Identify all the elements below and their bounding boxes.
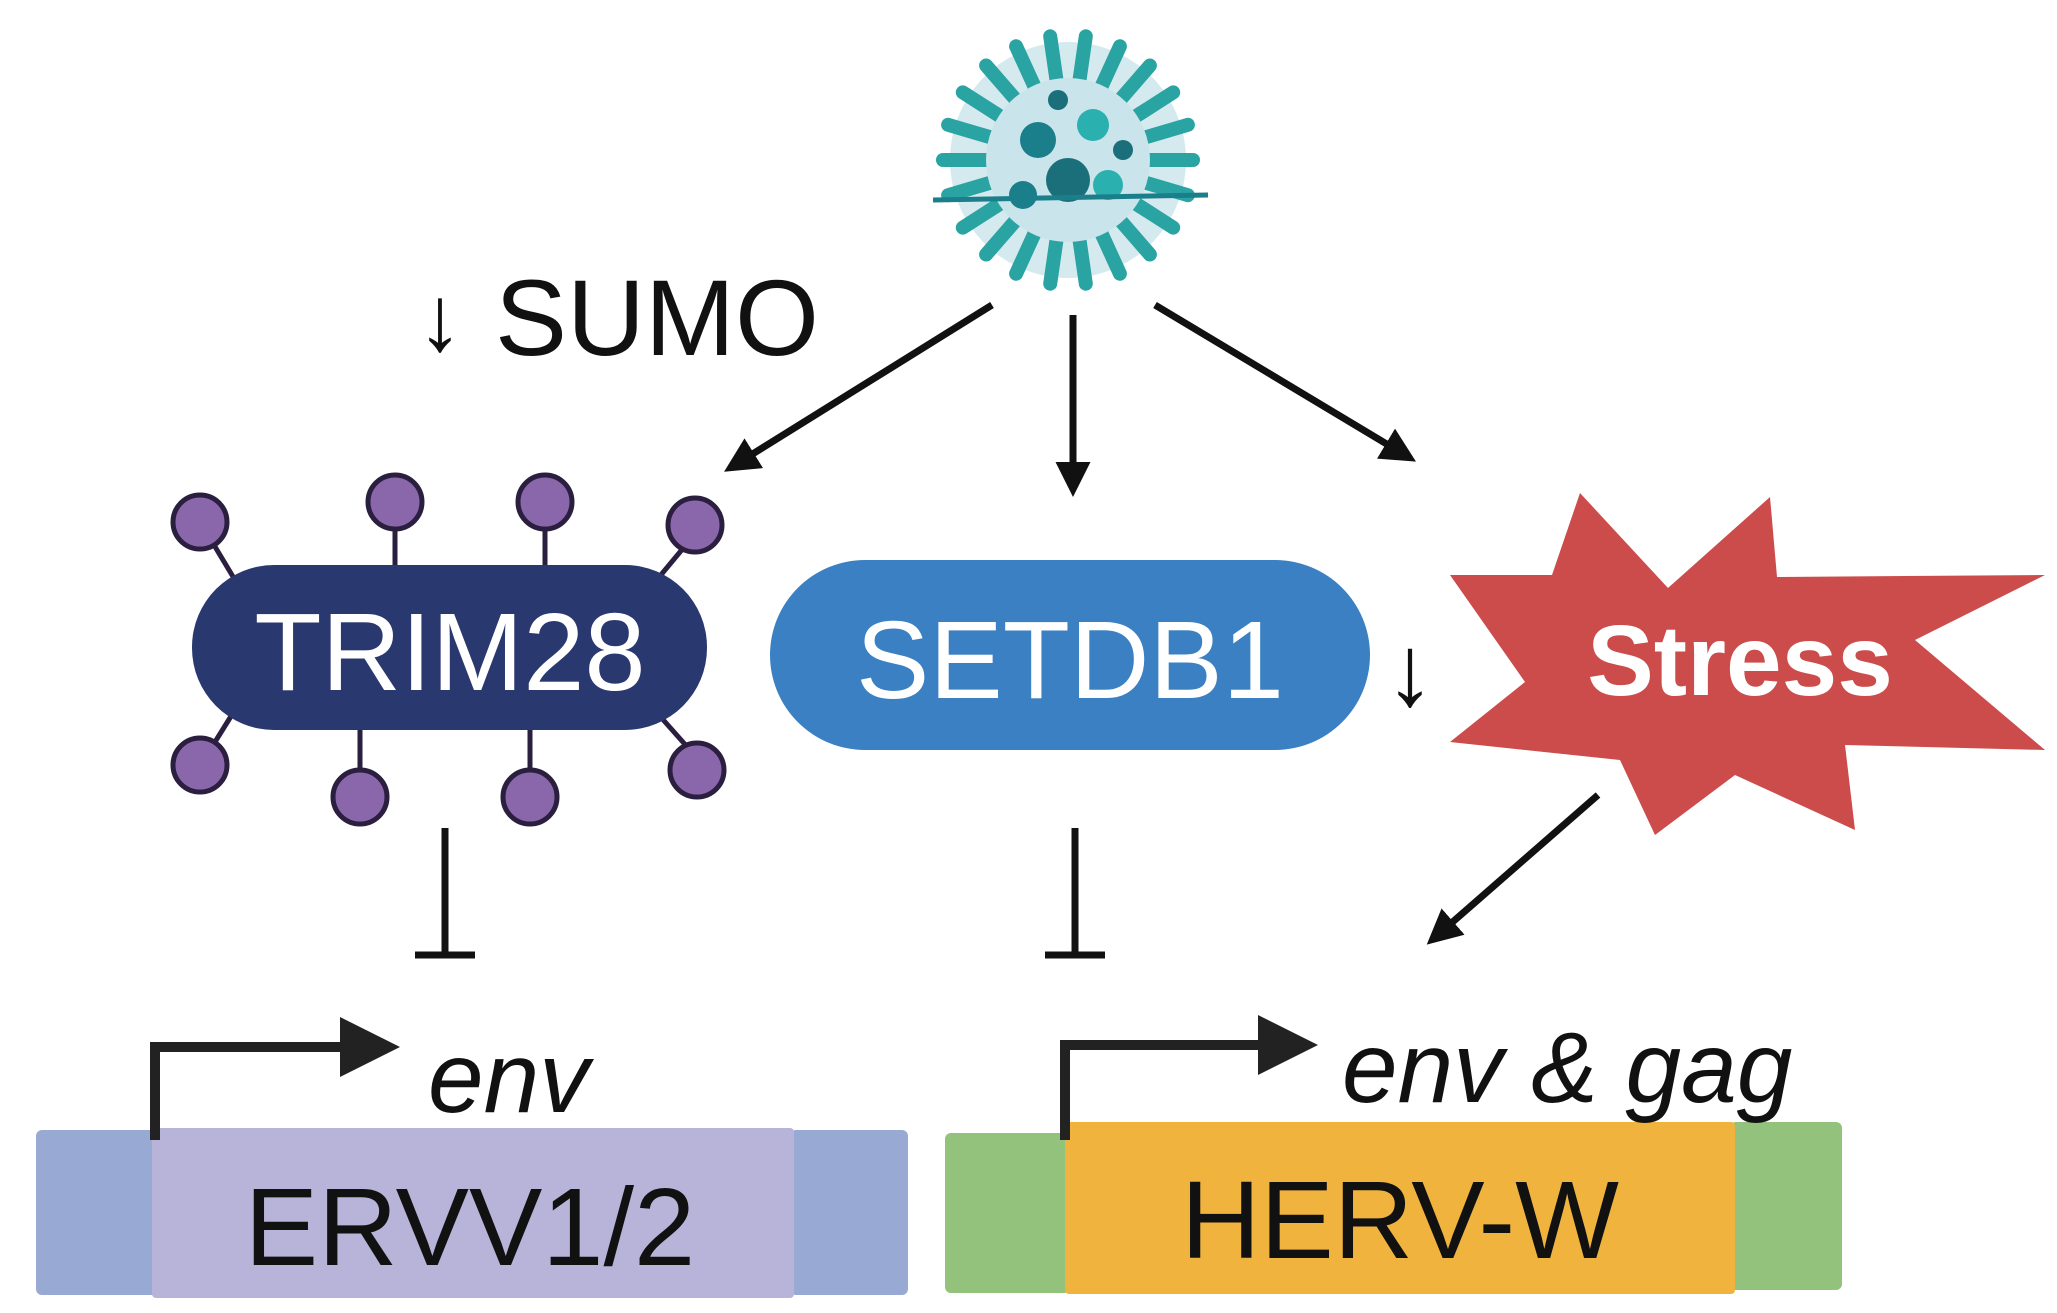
arrow-virus-trim28 (724, 302, 994, 472)
herv-right-flank (1730, 1122, 1842, 1290)
setdb1-box (770, 560, 1370, 750)
trim28-box (192, 565, 707, 730)
stress-node: Stress (1450, 493, 2045, 835)
ervv-body (152, 1128, 794, 1298)
herv-body (1065, 1122, 1735, 1294)
stress-burst-shape (1450, 493, 2045, 835)
virus-spike (1043, 232, 1064, 291)
virus-spike (1137, 117, 1195, 145)
trim28-node: TRIM28 (170, 472, 727, 827)
virus-spike (1128, 85, 1181, 124)
virus-spike (1094, 225, 1127, 281)
virus-spike (1009, 225, 1042, 281)
virus-spike (1128, 196, 1181, 235)
trim28-label: TRIM28 (254, 591, 645, 714)
virus-spike (941, 117, 999, 145)
sumo-decorations (170, 472, 727, 827)
herv-label: HERV-W (1181, 1159, 1619, 1282)
sumo-label: SUMO (495, 257, 819, 378)
setdb1-decrease-arrow: ↓ (1385, 615, 1435, 727)
ervv-transcript: env (428, 1022, 594, 1134)
herv-gene: HERV-W env & gag (945, 1012, 1842, 1294)
inhibit-trim28-ervv (415, 828, 475, 959)
arrow-stress-herv (1426, 792, 1601, 945)
inhibit-setdb1-herv (1045, 828, 1105, 959)
herv-left-flank (945, 1133, 1070, 1293)
virus-spike (1113, 213, 1157, 262)
virus-spike (941, 175, 999, 203)
sumo-decrease-arrow: ↓ (417, 268, 463, 370)
virus-spike (1072, 232, 1093, 291)
ervv-right-flank (790, 1130, 908, 1295)
virus-icon (932, 29, 1209, 291)
ervv-gene: ERVV1/2 env (36, 1017, 908, 1298)
herv-promoter-arrow (1060, 1040, 1270, 1140)
virus-spike (1009, 39, 1042, 95)
ervv-left-flank (36, 1130, 158, 1295)
virus-spike (955, 85, 1008, 124)
virus-spike (1094, 39, 1127, 95)
virus-spike (979, 213, 1023, 262)
arrow-virus-stress (1153, 301, 1417, 462)
ervv-promoter-arrowhead (340, 1017, 400, 1077)
virus-spike (955, 196, 1008, 235)
setdb1-label: SETDB1 (856, 599, 1284, 722)
herv-transcript: env & gag (1342, 1012, 1792, 1124)
virus-spike (1043, 29, 1064, 88)
virus-spike (1072, 29, 1093, 88)
stress-label: Stress (1587, 605, 1893, 717)
setdb1-node: SETDB1 (770, 560, 1370, 750)
herv-promoter-arrowhead (1258, 1015, 1318, 1075)
virus-spike (979, 58, 1023, 107)
virus-spike (1113, 58, 1157, 107)
ervv-promoter-arrow (150, 1042, 352, 1140)
ervv-label: ERVV1/2 (245, 1166, 695, 1289)
